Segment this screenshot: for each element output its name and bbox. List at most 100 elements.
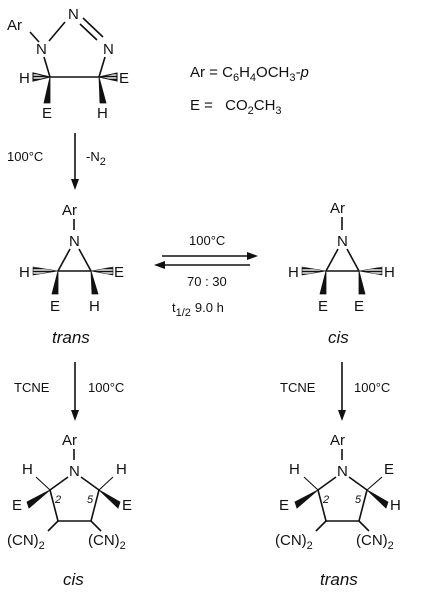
trans-pyrrolidine-h-right-wedge <box>366 489 389 509</box>
cis-aziridine-h-right-label: H <box>384 264 395 281</box>
trans-pyrrolidine-e-left-wedge <box>294 489 319 509</box>
cis-pyrrolidine-h-left-bond <box>35 476 51 491</box>
triazoline-h-right-label: H <box>97 105 108 122</box>
tcne-arrow-right: TCNE 100°C <box>280 362 390 421</box>
trans-aziridine-e-right-hash <box>90 266 114 276</box>
trans-pyrrolidine-cn-right: (CN)2 <box>356 532 394 552</box>
cis-pyrrolidine-cn-left-bond <box>47 520 59 532</box>
trans-aziridine-h-left-hash <box>32 266 59 276</box>
triazoline-n1-label: N <box>36 41 47 58</box>
cis-aziridine-n-label: N <box>337 233 348 250</box>
equilibrium-reverse-head <box>154 261 165 269</box>
cis-pyrrolidine-bond-n-c2 <box>49 476 69 491</box>
triazoline-bond-n2-n3-b <box>79 23 98 41</box>
cis-aziridine-h-right-hash <box>358 266 383 276</box>
tcne-right-temp: 100°C <box>354 380 390 395</box>
trans-aziridine-e-left-wedge <box>51 270 59 295</box>
e-definition: E = CO2CH3 <box>190 97 282 117</box>
ar-definition: Ar = C6H4OCH3-p <box>190 64 309 84</box>
trans-pyrrolidine-pos2: 2 <box>322 494 329 506</box>
triazoline-ar-bond <box>29 31 40 43</box>
trans-pyrrolidine-h-right-label: H <box>390 497 401 514</box>
equilibrium-ratio: 70 : 30 <box>187 274 227 289</box>
cis-pyrrolidine-cn-left: (CN)2 <box>7 532 45 552</box>
cis-aziridine-ar-label: Ar <box>330 200 345 217</box>
triazoline-n3-label: N <box>103 41 114 58</box>
cis-pyrrolidine-stereo-label: cis <box>63 570 84 589</box>
triazoline-h-right-wedge <box>98 76 107 104</box>
cis-aziridine-e-left-wedge <box>319 270 327 295</box>
cis-pyrrolidine-cn-right-bond <box>90 520 102 532</box>
trans-aziridine-h-left-label: H <box>19 264 30 281</box>
trans-aziridine-structure: Ar N H E E H trans <box>19 202 124 347</box>
trans-pyrrolidine-cn-left-bond <box>315 520 327 532</box>
tcne-right-reagent: TCNE <box>280 380 316 395</box>
cis-pyrrolidine-cn-right: (CN)2 <box>88 532 126 552</box>
tcne-left-temp: 100°C <box>88 380 124 395</box>
triazoline-bond-n3-c <box>98 56 106 78</box>
triazoline-bond-n1-n2 <box>48 21 66 42</box>
trans-pyrrolidine-cn-right-bond <box>358 520 370 532</box>
trans-aziridine-ar-label: Ar <box>62 202 77 219</box>
cis-pyrrolidine-n-label: N <box>69 463 80 480</box>
triazoline-bond-n1-c <box>43 56 51 78</box>
cis-aziridine-h-left-label: H <box>288 264 299 281</box>
cis-pyrrolidine-e-left-label: E <box>12 497 22 514</box>
cis-aziridine-h-left-hash <box>301 266 327 276</box>
cis-pyrrolidine-e-right-label: E <box>122 497 132 514</box>
triazoline-e-left-label: E <box>42 105 52 122</box>
cis-pyrrolidine-h-right-label: H <box>116 461 127 478</box>
trans-pyrrolidine-stereo-label: trans <box>320 570 358 589</box>
trans-pyrrolidine-bond-n-c2 <box>317 476 337 491</box>
substituent-legend: Ar = C6H4OCH3-p E = CO2CH3 <box>190 64 309 117</box>
cis-pyrrolidine-h-left-label: H <box>22 461 33 478</box>
cis-aziridine-bond-n-c2 <box>346 248 360 272</box>
trans-aziridine-h-right-label: H <box>89 298 100 315</box>
cis-pyrrolidine-ar-label: Ar <box>62 432 77 449</box>
trans-pyrrolidine-e-right-bond <box>366 476 383 491</box>
cis-pyrrolidine-pos5: 5 <box>87 494 94 506</box>
trans-pyrrolidine-h-left-label: H <box>289 461 300 478</box>
tcne-left-reagent: TCNE <box>14 380 50 395</box>
trans-aziridine-n-label: N <box>69 233 80 250</box>
thermolysis-loss: -N2 <box>86 149 106 168</box>
cis-pyrrolidine-pos2: 2 <box>54 494 61 506</box>
trans-aziridine-bond-n-c2 <box>78 248 92 272</box>
cis-pyrrolidine-bond-c5-c4 <box>90 489 100 522</box>
trans-pyrrolidine-pos5: 5 <box>355 494 362 506</box>
trans-pyrrolidine-cn-left: (CN)2 <box>275 532 313 552</box>
trans-aziridine-bond-n-c1 <box>57 248 71 272</box>
thermolysis-arrow: 100°C -N2 <box>7 133 106 190</box>
triazoline-bond-n2-n3-a <box>82 17 104 38</box>
thermolysis-temp: 100°C <box>7 149 43 164</box>
trans-pyrrolidine-bond-c5-c4 <box>358 489 368 522</box>
cis-aziridine-structure: Ar N H E H E cis <box>288 200 395 347</box>
trans-pyrrolidine-h-left-bond <box>303 476 319 491</box>
cis-aziridine-bond-n-c1 <box>325 248 339 272</box>
triazoline-structure: Ar N N N H E E H <box>7 6 129 122</box>
trans-pyrrolidine-bond-c2-c3 <box>317 489 327 522</box>
trans-aziridine-h-right-wedge <box>90 270 99 295</box>
cis-pyrrolidine-structure: Ar N 2 5 H E H E (CN)2 (CN)2 cis <box>7 432 132 589</box>
equilibrium-forward-head <box>247 252 258 260</box>
cis-pyrrolidine-h-right-bond <box>98 476 114 491</box>
triazoline-h-left-label: H <box>19 70 30 87</box>
cis-pyrrolidine-e-right-wedge <box>98 489 121 509</box>
cis-pyrrolidine-bond-n-c5 <box>80 476 100 491</box>
triazoline-e-right-label: E <box>119 70 129 87</box>
trans-pyrrolidine-bond-n-c5 <box>348 476 368 491</box>
trans-pyrrolidine-e-left-label: E <box>279 497 289 514</box>
triazoline-h-left-hash <box>32 72 51 82</box>
triazoline-n2-label: N <box>68 6 79 23</box>
triazoline-ar-label: Ar <box>7 17 22 34</box>
triazoline-e-left-wedge <box>43 76 51 104</box>
trans-aziridine-e-left-label: E <box>50 298 60 315</box>
trans-pyrrolidine-ar-label: Ar <box>330 432 345 449</box>
triazoline-e-right-hash <box>98 72 118 82</box>
cis-aziridine-e-right-label: E <box>354 298 364 315</box>
cis-aziridine-stereo-label: cis <box>328 328 349 347</box>
cis-pyrrolidine-e-left-wedge <box>26 489 51 509</box>
